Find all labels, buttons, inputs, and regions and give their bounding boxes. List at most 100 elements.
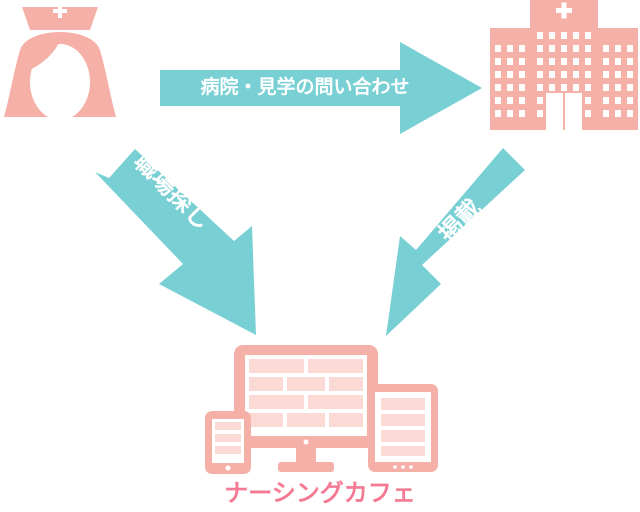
hospital-window [573, 45, 579, 52]
hospital-window [537, 32, 543, 39]
monitor-block [329, 413, 363, 427]
hospital-window [519, 110, 525, 117]
hospital-window [519, 84, 525, 91]
arrow-inquiry-label: 病院・見学の問い合わせ [200, 76, 410, 98]
hospital-window [627, 71, 633, 78]
hospital-window [537, 71, 543, 78]
monitor-block [329, 377, 363, 391]
monitor-stand [278, 462, 334, 472]
tablet-dot-1 [393, 465, 397, 469]
hospital-window [603, 71, 609, 78]
nurse-face [30, 44, 90, 120]
hospital-window [495, 84, 501, 91]
hospital-window [585, 97, 591, 104]
monitor-block [308, 359, 363, 373]
hospital-window [507, 58, 513, 65]
monitor-block [249, 413, 283, 427]
hospital-window [573, 71, 579, 78]
monitor-block [287, 413, 325, 427]
hospital-window [507, 110, 513, 117]
hospital-window [561, 45, 567, 52]
hospital-window [603, 110, 609, 117]
hospital-window [627, 58, 633, 65]
hospital-window [561, 71, 567, 78]
hospital-window [519, 45, 525, 52]
hospital-window [585, 45, 591, 52]
hospital-window [585, 110, 591, 117]
hospital-window [585, 71, 591, 78]
hospital-window [627, 110, 633, 117]
arrow-job-search [95, 149, 256, 335]
monitor-block [249, 359, 304, 373]
hospital-window [549, 58, 555, 65]
hospital-window [495, 58, 501, 65]
hospital-window [561, 58, 567, 65]
hospital-cross-v [561, 2, 567, 19]
cap-cross-v [58, 4, 62, 18]
hospital-window [519, 71, 525, 78]
hospital-window [615, 84, 621, 91]
arrow-inquiry [160, 42, 482, 134]
hospital-window [537, 97, 543, 104]
hospital-window [507, 97, 513, 104]
hospital-windows [495, 32, 633, 117]
tablet-line-4 [381, 446, 425, 456]
hospital-window [603, 45, 609, 52]
hospital-door-split [563, 93, 565, 130]
monitor-block [249, 395, 304, 409]
phone-line-2 [215, 434, 241, 442]
hospital-window [495, 97, 501, 104]
hospital-window [615, 97, 621, 104]
hospital-window [615, 71, 621, 78]
hospital-window [585, 58, 591, 65]
hospital-window [495, 45, 501, 52]
hospital-window [495, 110, 501, 117]
hospital-window [507, 45, 513, 52]
nurse-cap [22, 7, 98, 30]
monitor-dot [303, 439, 309, 445]
hospital-window [507, 71, 513, 78]
brand-name: ナーシングカフェ [224, 479, 416, 507]
phone-line-1 [215, 422, 241, 430]
hospital-window [627, 97, 633, 104]
hospital-window [495, 71, 501, 78]
hospital-window [537, 110, 543, 117]
hospital-window [573, 84, 579, 91]
nurse-bangs [30, 38, 62, 70]
hospital-window [627, 45, 633, 52]
monitor-block [308, 395, 363, 409]
hospital-window [549, 32, 555, 39]
hospital-window [615, 110, 621, 117]
hospital-window [615, 45, 621, 52]
hospital-window [549, 45, 555, 52]
hospital-window [573, 58, 579, 65]
hospital-window [585, 84, 591, 91]
monitor-block [249, 377, 283, 391]
phone-button [225, 465, 231, 471]
hospital-window [537, 84, 543, 91]
hospital-window [603, 84, 609, 91]
hospital-window [537, 58, 543, 65]
tablet-line-1 [381, 398, 425, 410]
hospital-icon [490, 0, 638, 130]
devices-icon [205, 345, 438, 474]
hospital-window [537, 45, 543, 52]
arrow-listing [386, 148, 525, 336]
nurse-icon [4, 4, 116, 120]
hospital-window [603, 97, 609, 104]
hospital-window [585, 32, 591, 39]
hospital-window [519, 58, 525, 65]
hospital-window [549, 84, 555, 91]
phone-line-3 [215, 446, 241, 454]
hospital-window [561, 32, 567, 39]
monitor-neck [296, 448, 316, 462]
tablet-dot-2 [401, 465, 405, 469]
hospital-window [603, 58, 609, 65]
tablet-line-2 [381, 414, 425, 426]
hospital-window [519, 97, 525, 104]
hospital-window [549, 71, 555, 78]
tablet-dot-3 [409, 465, 413, 469]
hospital-window [573, 32, 579, 39]
